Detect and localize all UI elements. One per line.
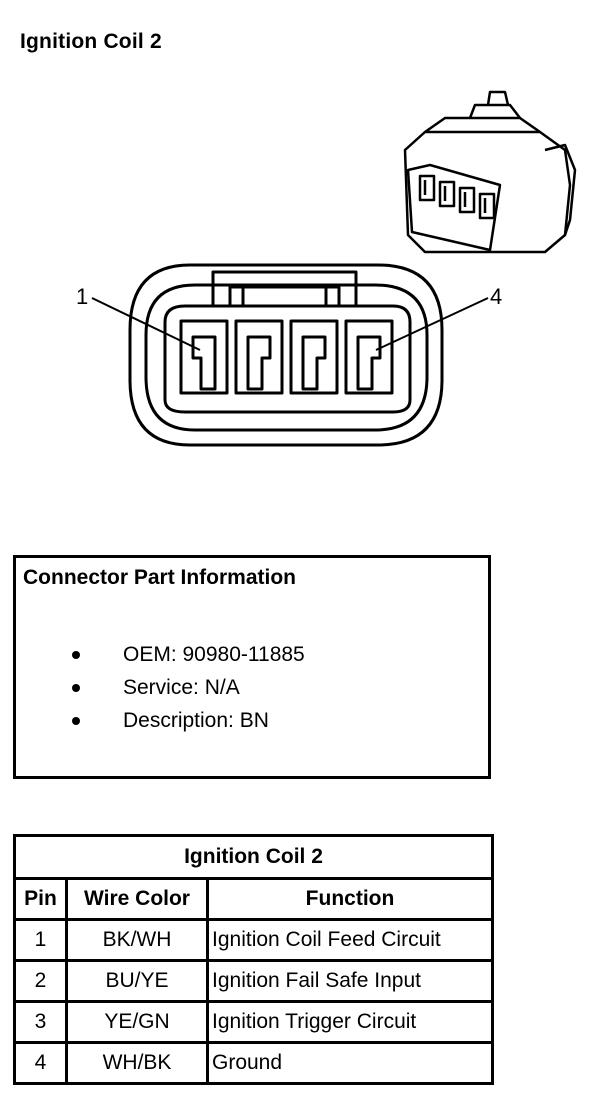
connector-latch [211, 270, 358, 306]
connector-inner-shell [144, 283, 429, 432]
connector-info-box: Connector Part Information OEM: 90980-11… [13, 555, 491, 779]
cell-pin: 1 [13, 918, 68, 962]
header-wire-color: Wire Color [65, 877, 209, 921]
terminal-1 [179, 319, 229, 395]
cell-wire-color: BU/YE [65, 959, 209, 1003]
connector-cavity [163, 304, 412, 414]
table-caption: Ignition Coil 2 [13, 834, 494, 880]
cell-wire-color: WH/BK [65, 1041, 209, 1085]
connector-face [128, 263, 444, 447]
bullet-icon [72, 684, 80, 692]
connector-3d-icon [403, 90, 577, 254]
pin-label-1: 1 [76, 284, 89, 309]
table-row: 1 BK/WH Ignition Coil Feed Circuit [13, 918, 494, 962]
cell-wire-color: YE/GN [65, 1000, 209, 1044]
cell-pin: 3 [13, 1000, 68, 1044]
info-oem: OEM: 90980-11885 [123, 643, 305, 666]
table-row: 4 WH/BK Ground [13, 1041, 494, 1085]
terminal-3 [289, 319, 339, 395]
connector-info-heading: Connector Part Information [23, 566, 297, 589]
table-caption-row: Ignition Coil 2 [13, 834, 494, 880]
table-header-row: Pin Wire Color Function [13, 877, 494, 921]
cell-function: Ground [206, 1041, 494, 1085]
leader-line-pin-1 [91, 297, 201, 351]
bullet-icon [72, 717, 80, 725]
pin-label-4: 4 [490, 284, 503, 309]
cell-wire-color: BK/WH [65, 918, 209, 962]
bullet-icon [72, 651, 80, 659]
cell-function: Ignition Fail Safe Input [206, 959, 494, 1003]
header-function: Function [206, 877, 494, 921]
cell-pin: 2 [13, 959, 68, 1003]
info-description: Description: BN [123, 709, 269, 732]
terminal-2 [234, 319, 284, 395]
header-pin: Pin [13, 877, 68, 921]
cell-pin: 4 [13, 1041, 68, 1085]
leader-line-pin-4 [375, 297, 489, 351]
connector-outer-shell [128, 263, 444, 447]
terminal-4 [344, 319, 394, 395]
info-service: Service: N/A [123, 676, 240, 699]
pin-table: Ignition Coil 2 Pin Wire Color Function … [13, 834, 494, 1085]
page-title: Ignition Coil 2 [20, 30, 162, 53]
connector-diagram [91, 90, 577, 447]
cell-function: Ignition Trigger Circuit [206, 1000, 494, 1044]
table-row: 2 BU/YE Ignition Fail Safe Input [13, 959, 494, 1003]
table-row: 3 YE/GN Ignition Trigger Circuit [13, 1000, 494, 1044]
cell-function: Ignition Coil Feed Circuit [206, 918, 494, 962]
